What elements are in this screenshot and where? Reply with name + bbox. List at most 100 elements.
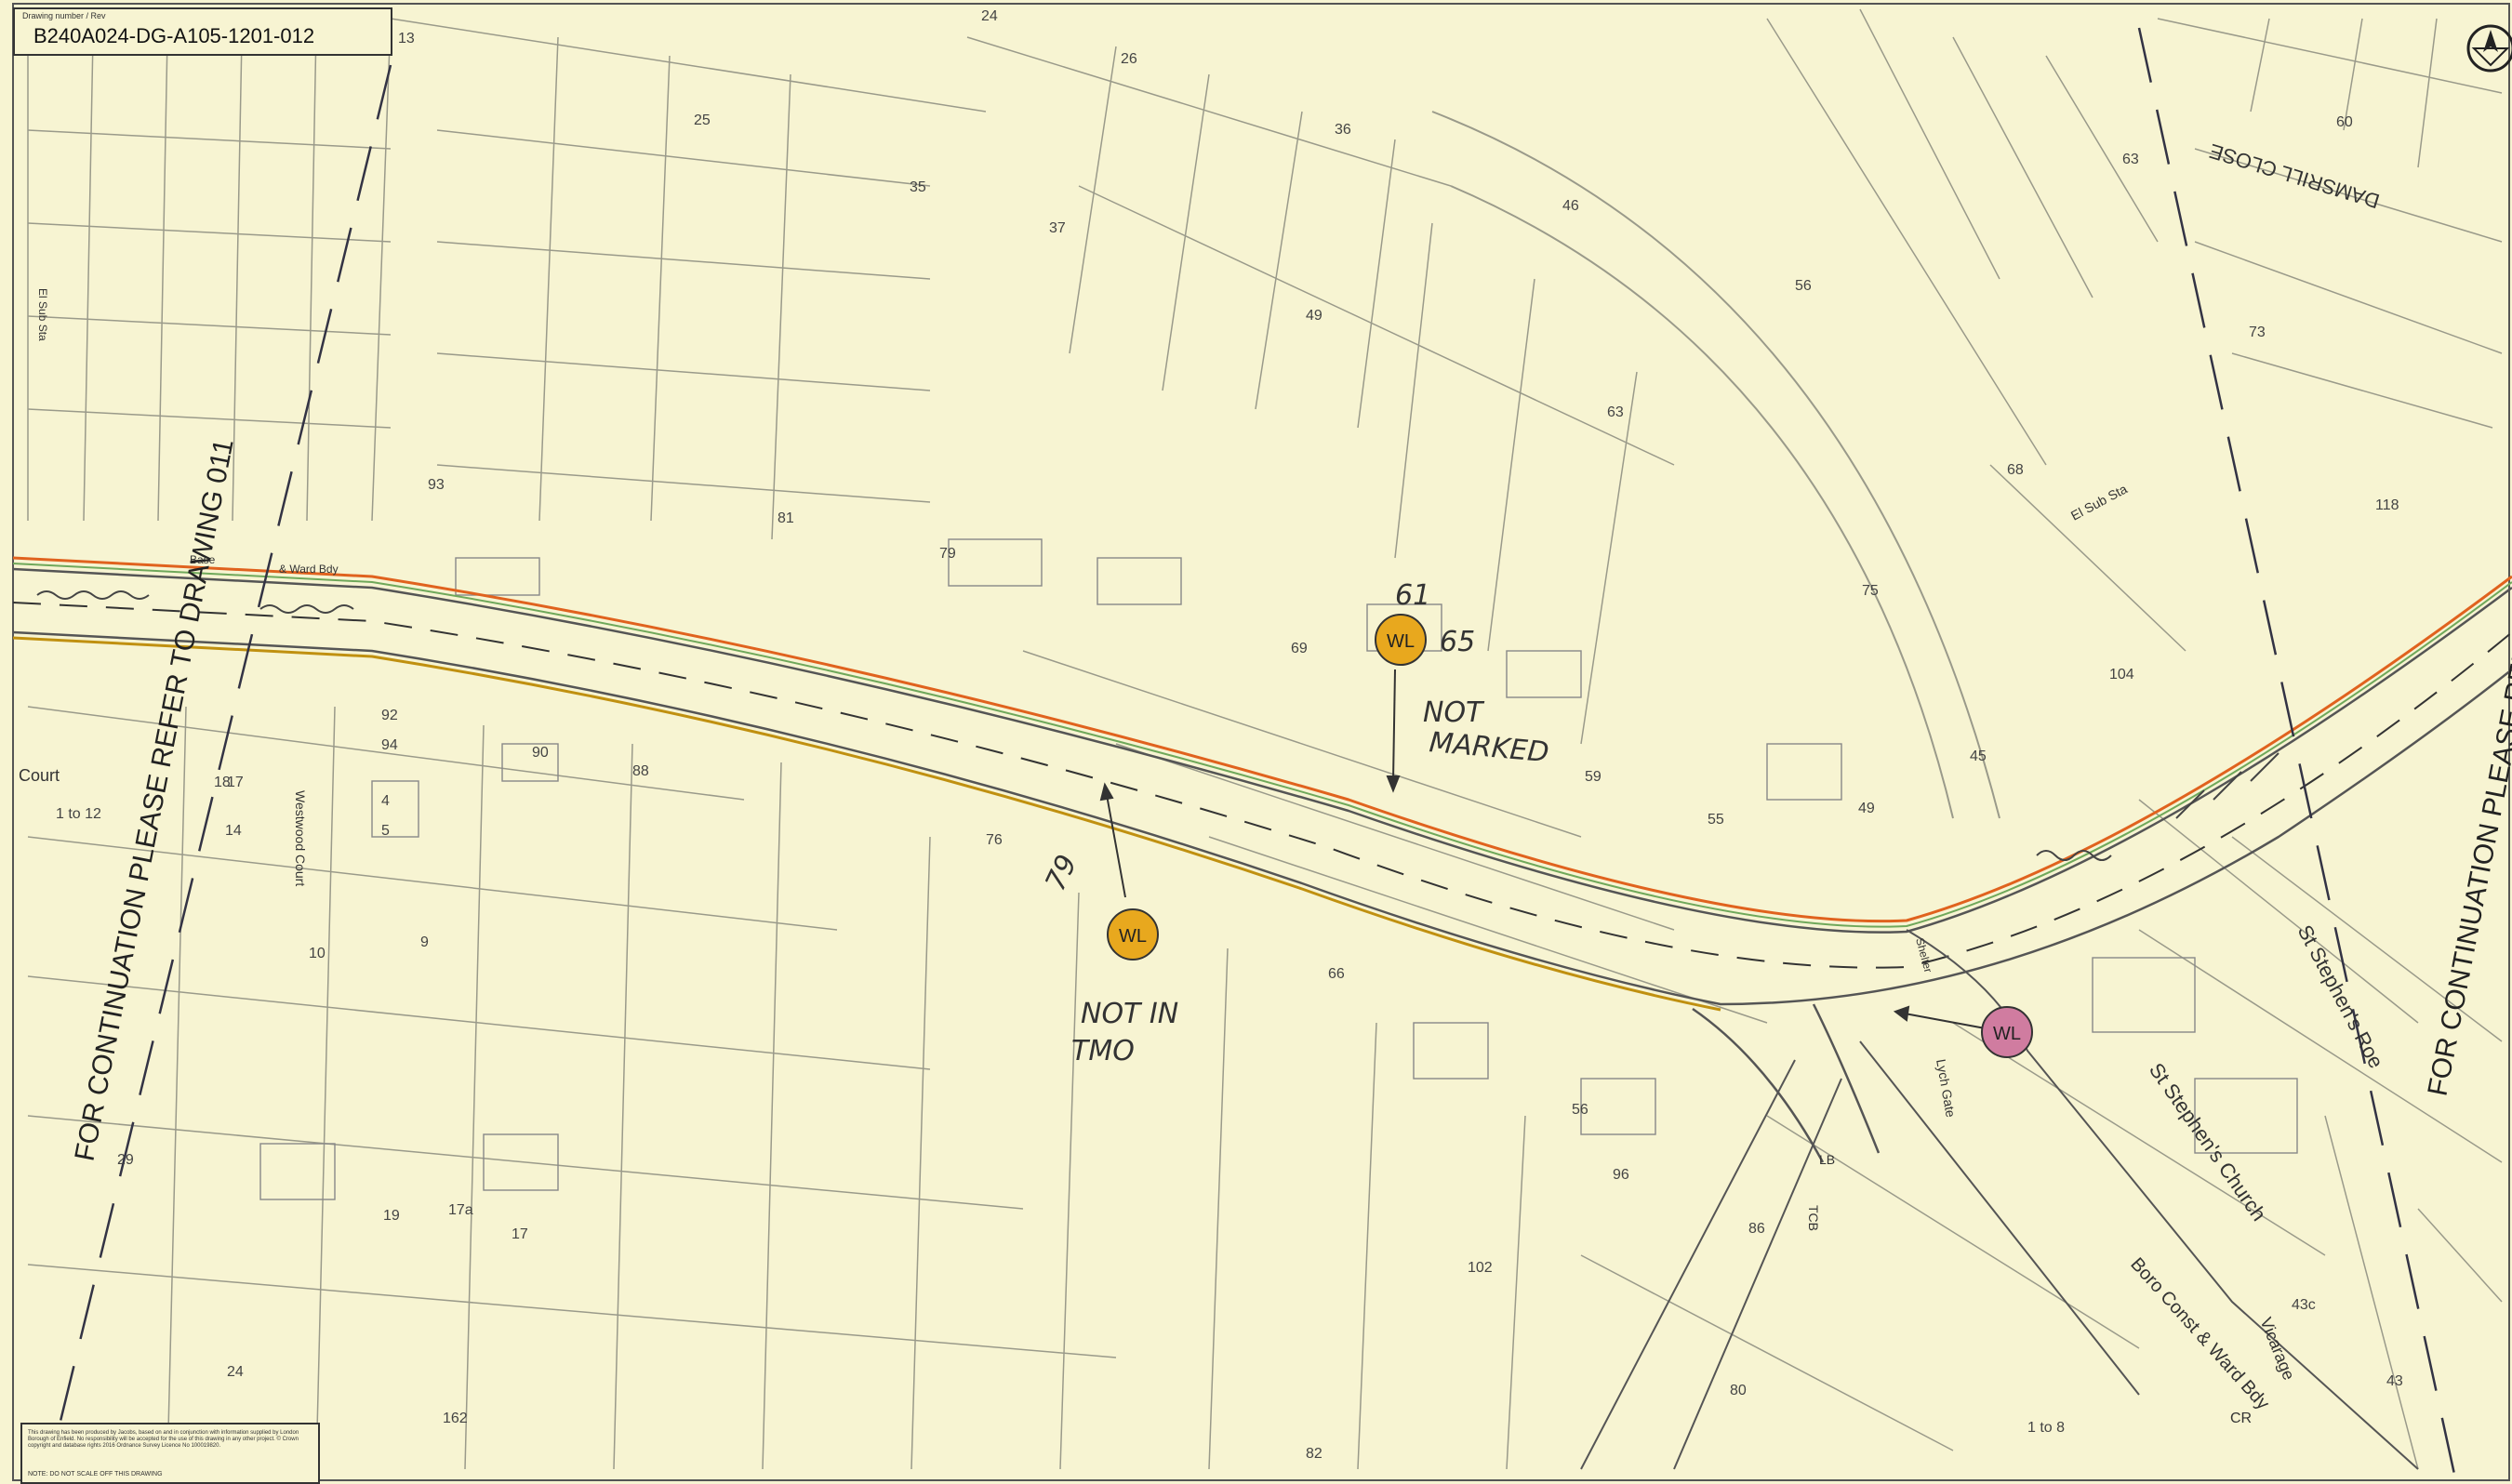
house-number: 17 bbox=[512, 1226, 528, 1242]
house-number: 96 bbox=[1613, 1167, 1629, 1183]
north-arrow-icon bbox=[2466, 24, 2512, 73]
house-number: 82 bbox=[1306, 1446, 1322, 1462]
house-number: 90 bbox=[532, 745, 549, 761]
label-sub1: El Sub Sta bbox=[2068, 481, 2130, 523]
drawing-number: B240A024-DG-A105-1201-012 bbox=[33, 24, 315, 47]
note-not: NOT bbox=[1423, 696, 1485, 729]
house-number: 37 bbox=[1049, 220, 1066, 236]
label-boro: Boro Const & Ward Bdy bbox=[2126, 1254, 2273, 1414]
label-base: Base bbox=[190, 553, 216, 566]
house-number: 14 bbox=[225, 823, 242, 839]
label-westwood: Westwood Court bbox=[293, 790, 308, 886]
house-number: 19 bbox=[383, 1208, 400, 1224]
house-number: 66 bbox=[1328, 966, 1345, 982]
house-number: 68 bbox=[2007, 462, 2024, 478]
note-marked: MARKED bbox=[1428, 726, 1550, 769]
house-number: 56 bbox=[1572, 1102, 1588, 1118]
house-number: 102 bbox=[1468, 1260, 1493, 1276]
house-number: 69 bbox=[1291, 641, 1308, 656]
house-number: 17 bbox=[227, 775, 244, 790]
label-lb: LB bbox=[1819, 1152, 1835, 1167]
marker-circle bbox=[1375, 614, 1427, 666]
house-number: 162 bbox=[443, 1411, 468, 1426]
continuation-boundaries bbox=[45, 27, 2457, 1479]
property-lines bbox=[27, 8, 2503, 1470]
house-number: 49 bbox=[1858, 801, 1875, 816]
label-vicarage: Vicarage bbox=[2256, 1315, 2298, 1383]
house-number: 45 bbox=[1970, 749, 1987, 764]
note-not-in: NOT IN bbox=[1081, 998, 1178, 1030]
house-number: 43c bbox=[2292, 1297, 2316, 1313]
house-number: 35 bbox=[910, 179, 926, 195]
note-tmo: TMO bbox=[1071, 1035, 1135, 1067]
copyright-text: This drawing has been produced by Jacobs… bbox=[28, 1430, 299, 1449]
marker-label: WL bbox=[1387, 631, 1415, 652]
house-number: 10 bbox=[309, 946, 326, 961]
house-number: 80 bbox=[1730, 1383, 1747, 1398]
house-number: 59 bbox=[1585, 769, 1602, 785]
house-number: 25 bbox=[694, 113, 711, 128]
label-shelter: Shelter bbox=[1913, 936, 1934, 974]
note-65: 65 bbox=[1440, 626, 1475, 658]
house-number: 81 bbox=[778, 510, 794, 526]
house-number: 1 to 8 bbox=[2027, 1420, 2065, 1436]
house-number: 73 bbox=[2249, 325, 2266, 340]
house-number: 36 bbox=[1335, 122, 1351, 138]
label-tcb: TCB bbox=[1806, 1205, 1821, 1231]
house-number: 75 bbox=[1862, 583, 1879, 599]
wl-marker-3[interactable]: WL bbox=[1981, 1006, 2033, 1058]
house-number: 76 bbox=[986, 832, 1003, 848]
callout-arrows bbox=[1099, 669, 1991, 1030]
house-number: 104 bbox=[2109, 667, 2134, 682]
house-number: 43 bbox=[2386, 1373, 2403, 1389]
label-court: Court bbox=[19, 766, 60, 785]
house-number: 5 bbox=[381, 823, 390, 839]
house-number: 79 bbox=[939, 546, 956, 562]
note-79: 79 bbox=[1040, 850, 1084, 895]
house-number: 118 bbox=[2375, 497, 2399, 513]
house-number: 88 bbox=[632, 763, 649, 779]
label-close: DAMSRILL CLOSE bbox=[2207, 139, 2383, 213]
house-number: 60 bbox=[2336, 114, 2353, 130]
house-number: 9 bbox=[420, 934, 429, 950]
house-number: 1 to 12 bbox=[56, 806, 101, 822]
label-cr: CR bbox=[2230, 1411, 2252, 1426]
house-number: 26 bbox=[1121, 51, 1137, 67]
house-number: 29 bbox=[117, 1152, 134, 1168]
house-number: 4 bbox=[381, 793, 390, 809]
marker-circle bbox=[1107, 908, 1159, 961]
house-numbers: 24 26 36 46 56 63 73 13 25 35 37 49 63 6… bbox=[56, 8, 2403, 1462]
marker-label: WL bbox=[1993, 1024, 2021, 1044]
map-frame bbox=[12, 3, 2510, 1481]
house-number: 56 bbox=[1795, 278, 1812, 294]
wl-marker-2[interactable]: WL bbox=[1107, 908, 1159, 961]
label-sub2: El Sub Sta bbox=[36, 288, 49, 341]
main-road bbox=[12, 556, 2512, 1470]
house-number: 46 bbox=[1562, 198, 1579, 214]
house-number: 24 bbox=[981, 8, 998, 24]
house-number: 92 bbox=[381, 708, 398, 723]
street-labels: DAMSRILL CLOSE St Stephen's Roe St Steph… bbox=[19, 139, 2388, 1426]
house-number: 55 bbox=[1708, 812, 1724, 828]
house-number: 86 bbox=[1748, 1221, 1765, 1237]
drawing-number-box: Drawing number / Rev B240A024-DG-A105-12… bbox=[13, 7, 392, 56]
label-church: St Stephen's Church bbox=[2145, 1059, 2271, 1226]
house-number: 63 bbox=[2122, 152, 2139, 167]
house-number: 94 bbox=[381, 737, 398, 753]
house-number: 93 bbox=[428, 477, 445, 493]
label-ward: & Ward Bdy bbox=[279, 563, 339, 576]
house-number: 24 bbox=[227, 1364, 244, 1380]
label-lych: Lych Gate bbox=[1934, 1058, 1959, 1119]
house-number: 18 bbox=[214, 775, 231, 790]
marker-label: WL bbox=[1119, 926, 1147, 947]
house-number: 63 bbox=[1607, 404, 1624, 420]
house-number: 13 bbox=[398, 31, 415, 46]
note-61: 61 bbox=[1395, 579, 1430, 612]
drawing-number-caption: Drawing number / Rev bbox=[22, 11, 106, 20]
continuation-left-label: FOR CONTINUATION PLEASE REFER TO DRAWING… bbox=[69, 436, 239, 1163]
house-number: 17a bbox=[448, 1202, 473, 1218]
wl-marker-1[interactable]: WL bbox=[1375, 614, 1427, 666]
marker-circle bbox=[1981, 1006, 2033, 1058]
copyright-note-box: This drawing has been produced by Jacobs… bbox=[20, 1423, 320, 1484]
